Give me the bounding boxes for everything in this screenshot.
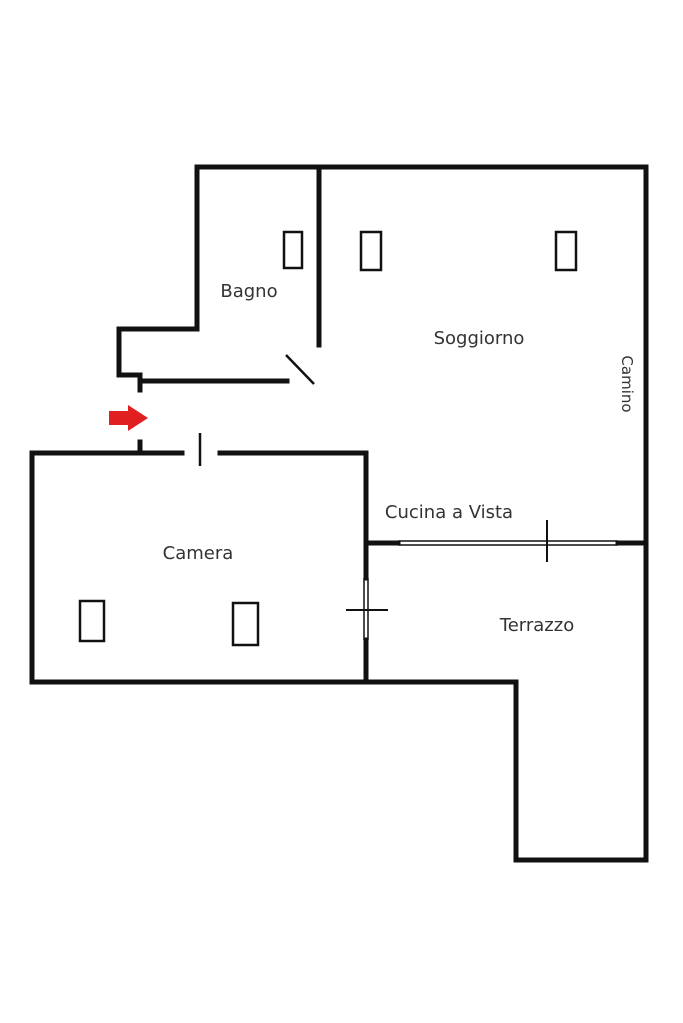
room-label-soggiorno: Soggiorno: [434, 328, 525, 349]
door-camera-terrazzo: [346, 578, 388, 640]
window-icon: [359, 230, 383, 272]
room-label-terrazzo: Terrazzo: [499, 615, 574, 636]
room-label-camera: Camera: [163, 543, 234, 564]
walls: [29, 164, 649, 863]
room-label-bagno: Bagno: [220, 281, 277, 302]
window-icon: [231, 601, 260, 647]
window-icon: [554, 230, 578, 272]
windows: [78, 230, 578, 647]
window-icon: [78, 599, 106, 643]
wall-camera-left: [29, 450, 369, 685]
wall-top-block: [116, 164, 649, 546]
sliding-door-terrazzo: [398, 520, 618, 562]
wall-terrazzo: [363, 540, 649, 863]
door-bagno-swing: [285, 354, 315, 385]
window-icon: [282, 230, 304, 270]
room-label-cucina: Cucina a Vista: [385, 502, 513, 523]
entrance-arrow-icon: [109, 405, 148, 431]
room-label-camino: Camino: [618, 355, 636, 412]
